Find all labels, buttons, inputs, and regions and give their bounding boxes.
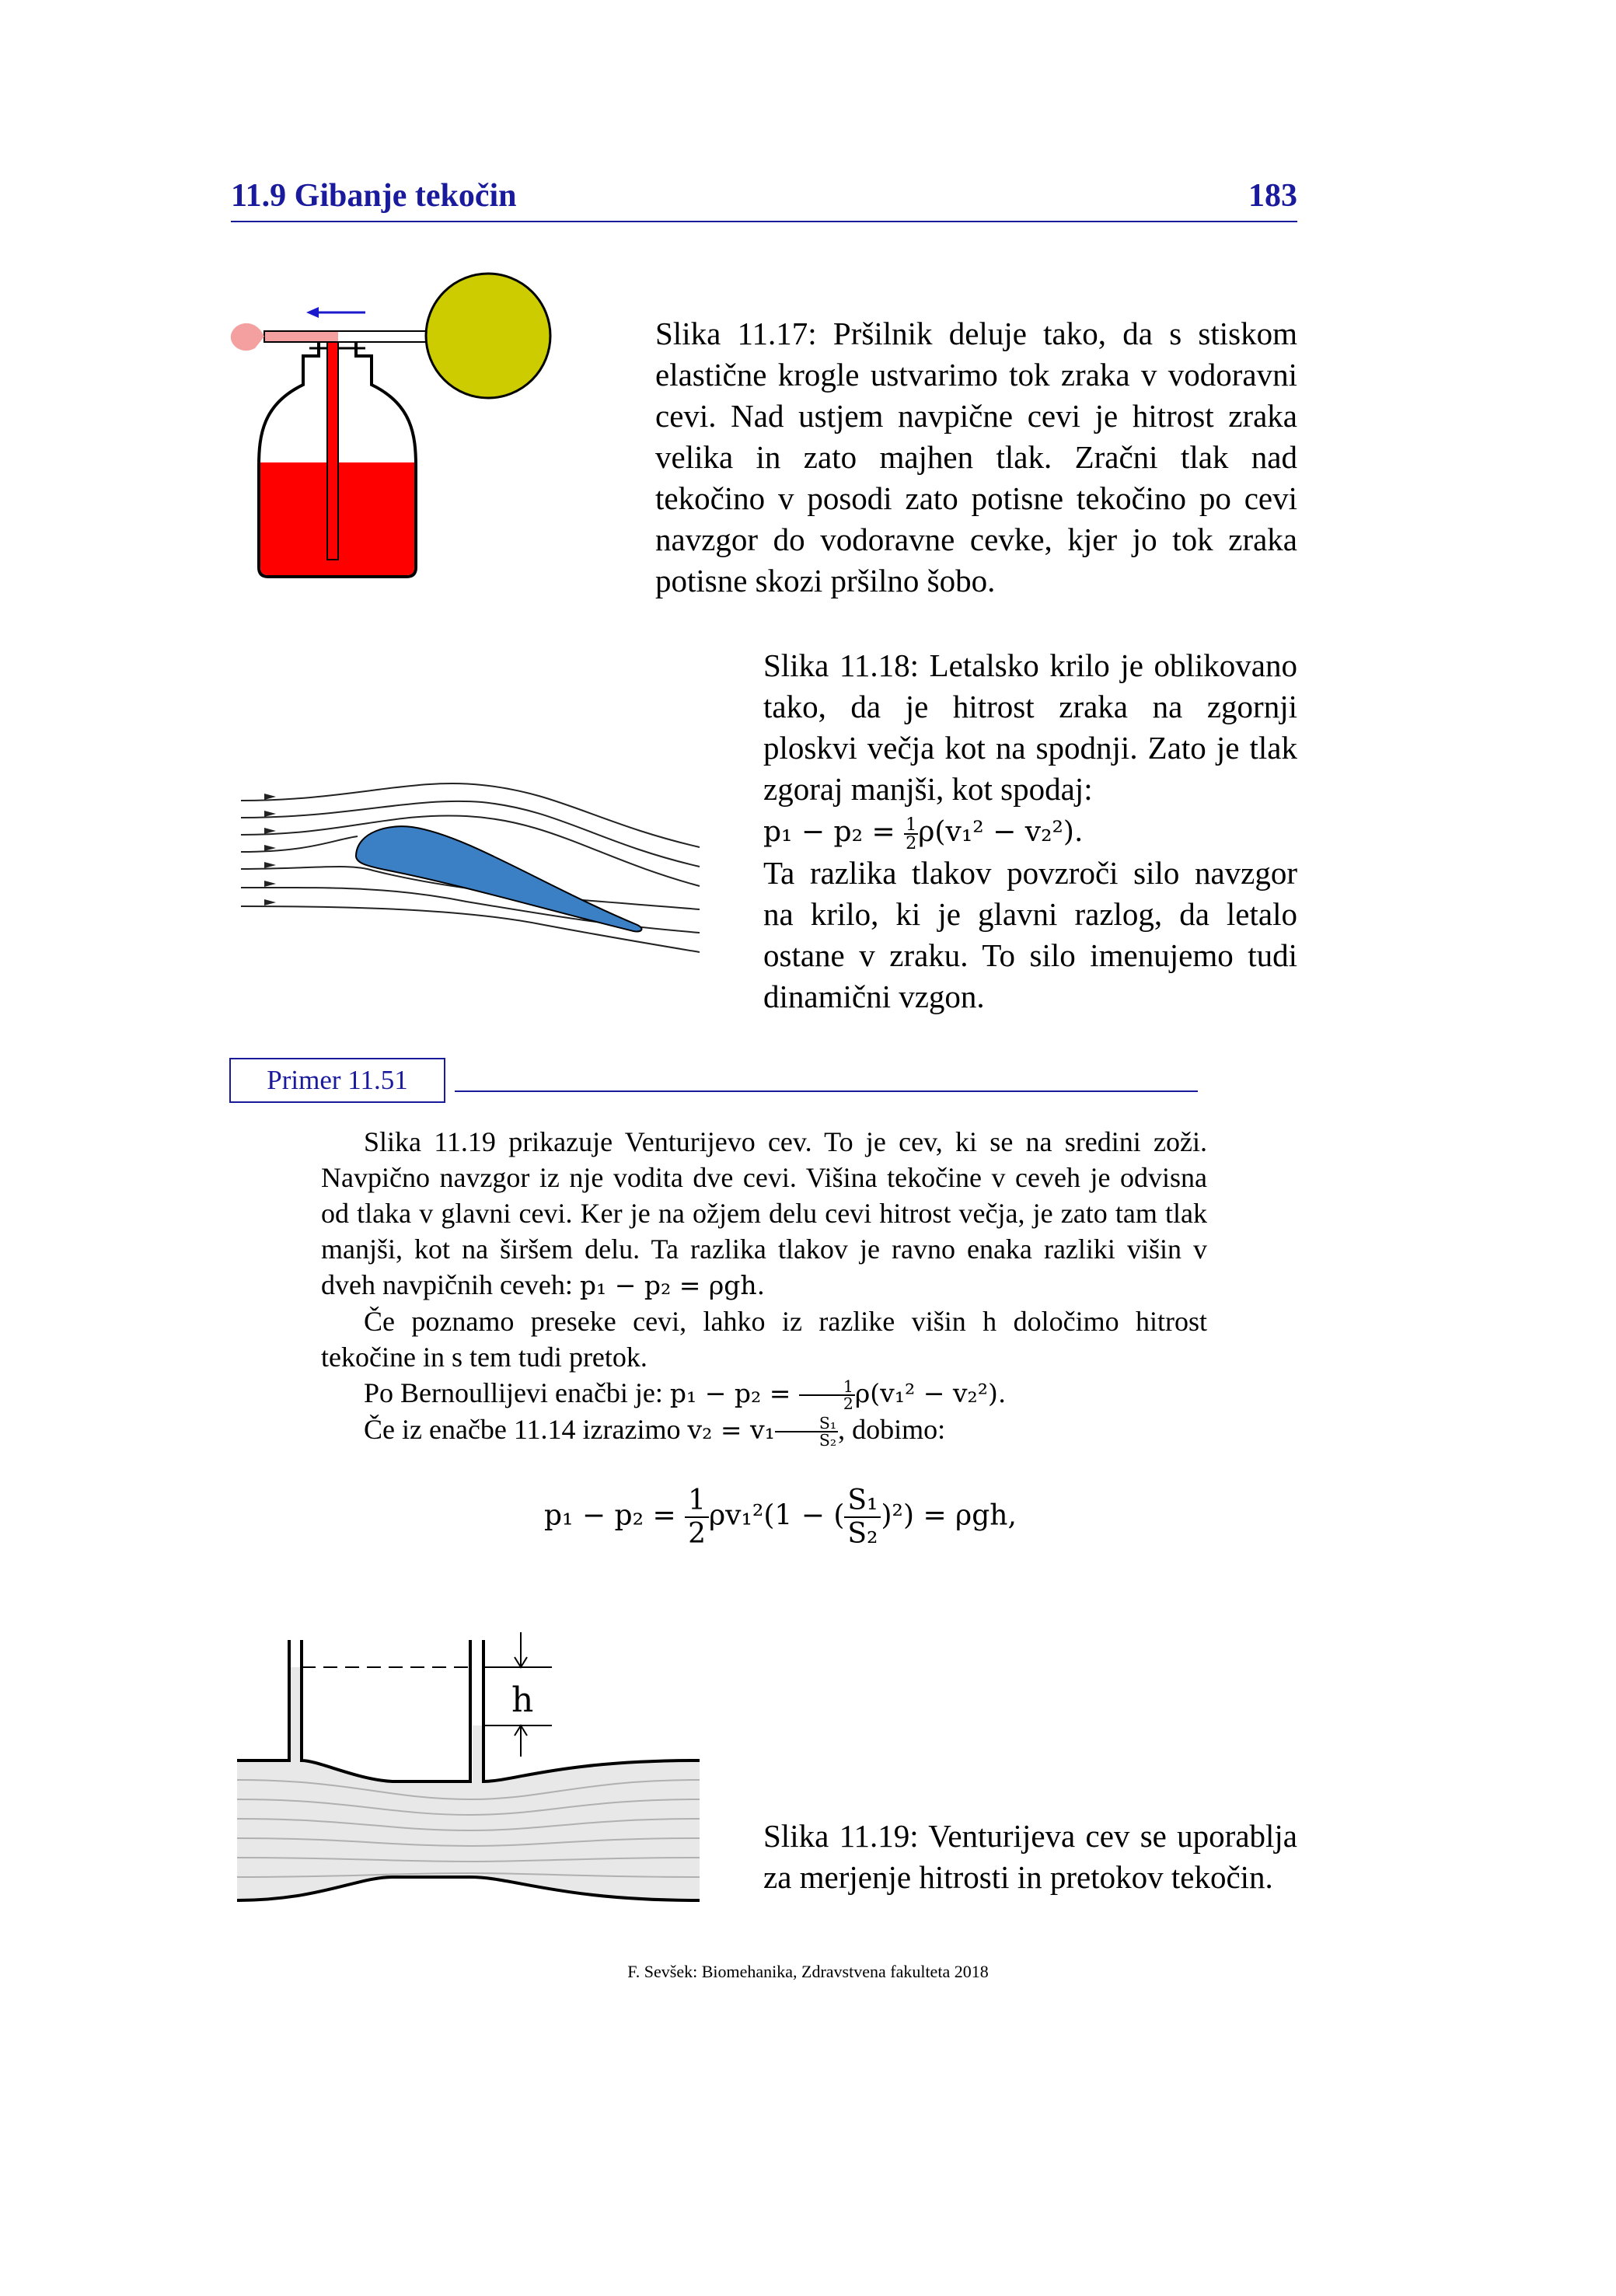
wing-profile bbox=[355, 825, 643, 933]
venturi-figure: h bbox=[236, 1632, 700, 1902]
header-rule bbox=[231, 221, 1297, 222]
figure-19-caption: Slika 11.19: Venturijeva cev se uporablj… bbox=[763, 1818, 1297, 1895]
page-footer: F. Sevšek: Biomehanika, Zdravstvena faku… bbox=[627, 1962, 989, 1981]
example-paragraph-1: Slika 11.19 prikazuje Venturijevo cev. T… bbox=[321, 1126, 1207, 1300]
rubber-bulb bbox=[424, 272, 552, 400]
section-title: 11.9 Gibanje tekočin bbox=[231, 178, 517, 214]
bottle-outline bbox=[257, 339, 417, 578]
figure-18-caption-outro: Ta razlika tlakov povzroči silo navzgor … bbox=[763, 855, 1297, 1014]
atomizer-figure bbox=[230, 272, 552, 578]
airflow-arrow-icon bbox=[306, 307, 365, 318]
example-paragraph-2: Če poznamo preseke cevi, lahko iz razlik… bbox=[321, 1306, 1207, 1373]
figure-18-caption-intro: Slika 11.18: Letalsko krilo je oblikovan… bbox=[763, 647, 1297, 807]
example-body: Slika 11.19 prikazuje Venturijevo cev. T… bbox=[321, 1124, 1207, 1449]
figure-17-caption: Slika 11.17: Pršilnik deluje tako, da s … bbox=[655, 316, 1297, 598]
wing-figure bbox=[240, 783, 700, 953]
spray-nozzle bbox=[230, 323, 264, 351]
example-label: Primer 11.51 bbox=[229, 1058, 445, 1103]
figure-18-caption: Slika 11.18: Letalsko krilo je oblikovan… bbox=[763, 645, 1297, 1017]
page-number: 183 bbox=[1248, 178, 1297, 214]
example-rule bbox=[455, 1090, 1198, 1092]
vertical-tube bbox=[326, 333, 339, 560]
height-label: h bbox=[511, 1680, 533, 1720]
height-marker-icon bbox=[514, 1632, 528, 1757]
